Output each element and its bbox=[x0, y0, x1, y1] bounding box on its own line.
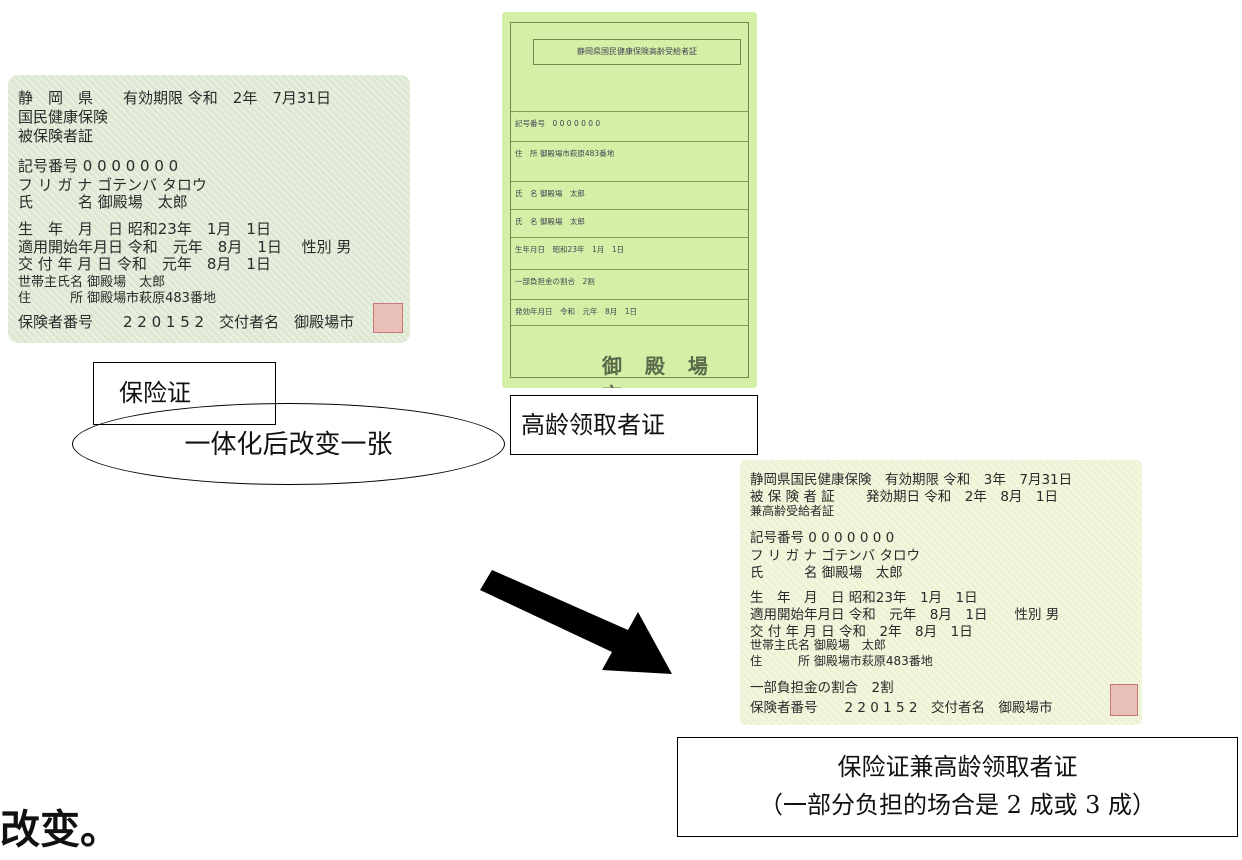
card2-frame: 静岡県国民健康保険高齢受給者証 記号番号 0 0 0 0 0 0 0 住 所 御… bbox=[510, 22, 749, 378]
card2-row: 住 所 御殿場市萩原483番地 bbox=[511, 141, 748, 165]
card1-line: フ リ ガ ナ ゴテンバ タロウ bbox=[18, 176, 207, 194]
card1-line: 交 付 年 月 日 令和 元年 8月 1日 bbox=[18, 255, 271, 273]
card1-line: 住 所 御殿場市萩原483番地 bbox=[18, 291, 216, 306]
card1-line: 記号番号 0 0 0 0 0 0 0 bbox=[18, 157, 179, 175]
card2-row: 氏 名 御殿場 太郎 bbox=[511, 209, 748, 233]
card3-line: 氏 名 御殿場 太郎 bbox=[750, 565, 903, 581]
card3-line: 被 保 険 者 証 発効期日 令和 2年 8月 1日 bbox=[750, 489, 1059, 505]
health-insurance-card: 静 岡 県 有効期限 令和 2年 7月31日 国民健康保険 被保険者証 記号番号… bbox=[8, 75, 410, 343]
card3-line: 住 所 御殿場市萩原483番地 bbox=[750, 654, 933, 668]
card3-line: 一部負担金の割合 2割 bbox=[750, 680, 894, 696]
card3-line: 兼高齢受給者証 bbox=[750, 504, 835, 518]
card3-line: 生 年 月 日 昭和23年 1月 1日 bbox=[750, 590, 978, 606]
card3-line: 世帯主氏名 御殿場 太郎 bbox=[750, 638, 886, 652]
card3-line: 適用開始年月日 令和 元年 8月 1日 性別 男 bbox=[750, 607, 1060, 623]
card2-row: 氏 名 御殿場 太郎 bbox=[511, 181, 748, 205]
label-combined-line2: （一部分负担的场合是 2 成或 3 成） bbox=[758, 791, 1157, 819]
combined-card: 静岡県国民健康保険 有効期限 令和 3年 7月31日 被 保 険 者 証 発効期… bbox=[740, 460, 1142, 725]
card2-title: 静岡県国民健康保険高齢受給者証 bbox=[533, 39, 741, 65]
card1-line: 適用開始年月日 令和 元年 8月 1日 性別 男 bbox=[18, 238, 352, 256]
city-seal bbox=[1110, 684, 1138, 716]
bottom-partial-text: 改变。 bbox=[0, 806, 120, 853]
card3-line: 保険者番号 2 2 0 1 5 2 交付者名 御殿場市 bbox=[750, 700, 1053, 716]
label-combined-line1: 保险证兼高龄领取者证 bbox=[837, 753, 1078, 781]
card3-line: 交 付 年 月 日 令和 2年 8月 1日 bbox=[750, 624, 973, 640]
card2-row: 発効年月日 令和 元年 8月 1日 bbox=[511, 299, 748, 323]
label-elderly-card: 高龄领取者证 bbox=[510, 395, 758, 455]
card3-line: 静岡県国民健康保険 有効期限 令和 3年 7月31日 bbox=[750, 472, 1073, 488]
label-combined-card: 保险证兼高龄领取者证 （一部分负担的场合是 2 成或 3 成） bbox=[677, 737, 1238, 837]
ellipse-note: 一体化后改变一张 bbox=[72, 403, 505, 485]
card1-line: 氏 名 御殿場 太郎 bbox=[18, 193, 188, 211]
card1-line: 静 岡 県 有効期限 令和 2年 7月31日 bbox=[18, 89, 331, 107]
card2-city: 御 殿 場 市 bbox=[602, 354, 716, 388]
card1-line: 生 年 月 日 昭和23年 1月 1日 bbox=[18, 220, 271, 238]
card3-line: 記号番号 0 0 0 0 0 0 0 bbox=[750, 530, 895, 546]
card1-line: 保険者番号 2 2 0 1 5 2 交付者名 御殿場市 bbox=[18, 313, 355, 331]
card2-row: 生年月日 昭和23年 1月 1日 bbox=[511, 237, 748, 261]
card3-line: フ リ ガ ナ ゴテンバ タロウ bbox=[750, 548, 920, 564]
card2-row bbox=[511, 325, 748, 378]
arrow-icon bbox=[480, 570, 672, 674]
card2-row: 記号番号 0 0 0 0 0 0 0 bbox=[511, 111, 748, 135]
card2-row: 一部負担金の割合 2割 bbox=[511, 269, 748, 293]
card1-line: 国民健康保険 bbox=[18, 108, 109, 126]
elderly-recipient-card: 静岡県国民健康保険高齢受給者証 記号番号 0 0 0 0 0 0 0 住 所 御… bbox=[502, 12, 757, 388]
card1-line: 被保険者証 bbox=[18, 127, 94, 145]
card1-line: 世帯主氏名 御殿場 太郎 bbox=[18, 275, 166, 290]
city-seal bbox=[373, 303, 403, 333]
